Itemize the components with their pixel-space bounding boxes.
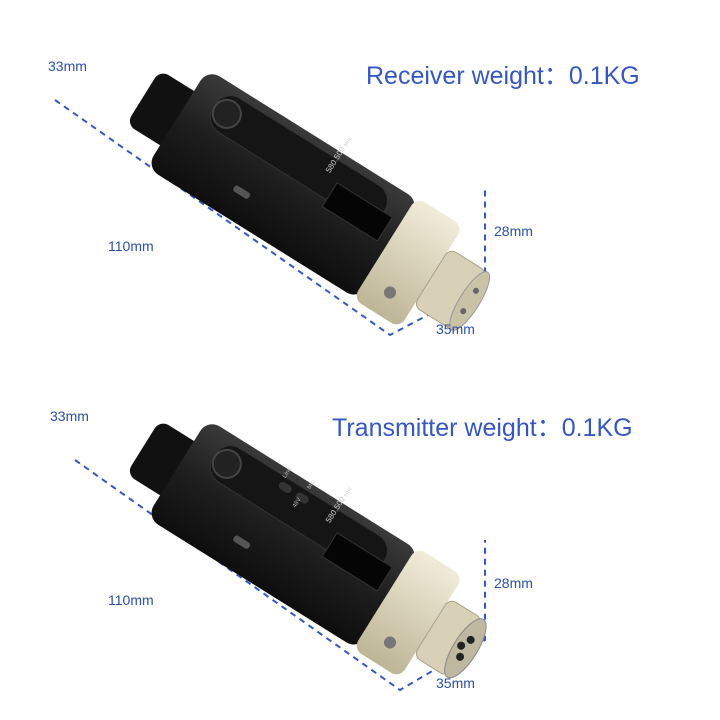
transmitter-weight-label: Transmitter weight：0.1KG [332, 414, 633, 442]
transmitter-device [110, 395, 487, 680]
receiver-depth-label: 33mm [48, 58, 87, 74]
receiver-length-label: 110mm [108, 238, 154, 254]
transmitter-length-label: 110mm [108, 592, 154, 608]
receiver-device [110, 45, 491, 331]
receiver-height-label: 28mm [494, 223, 533, 239]
transmitter-depth-label: 33mm [50, 408, 89, 424]
transmitter-width-label: 35mm [436, 675, 475, 691]
transmitter-height-label: 28mm [494, 575, 533, 591]
receiver-weight-label: Receiver weight：0.1KG [366, 62, 640, 90]
transmitter-dimension-lines [74, 459, 486, 692]
receiver-width-label: 35mm [436, 321, 475, 337]
